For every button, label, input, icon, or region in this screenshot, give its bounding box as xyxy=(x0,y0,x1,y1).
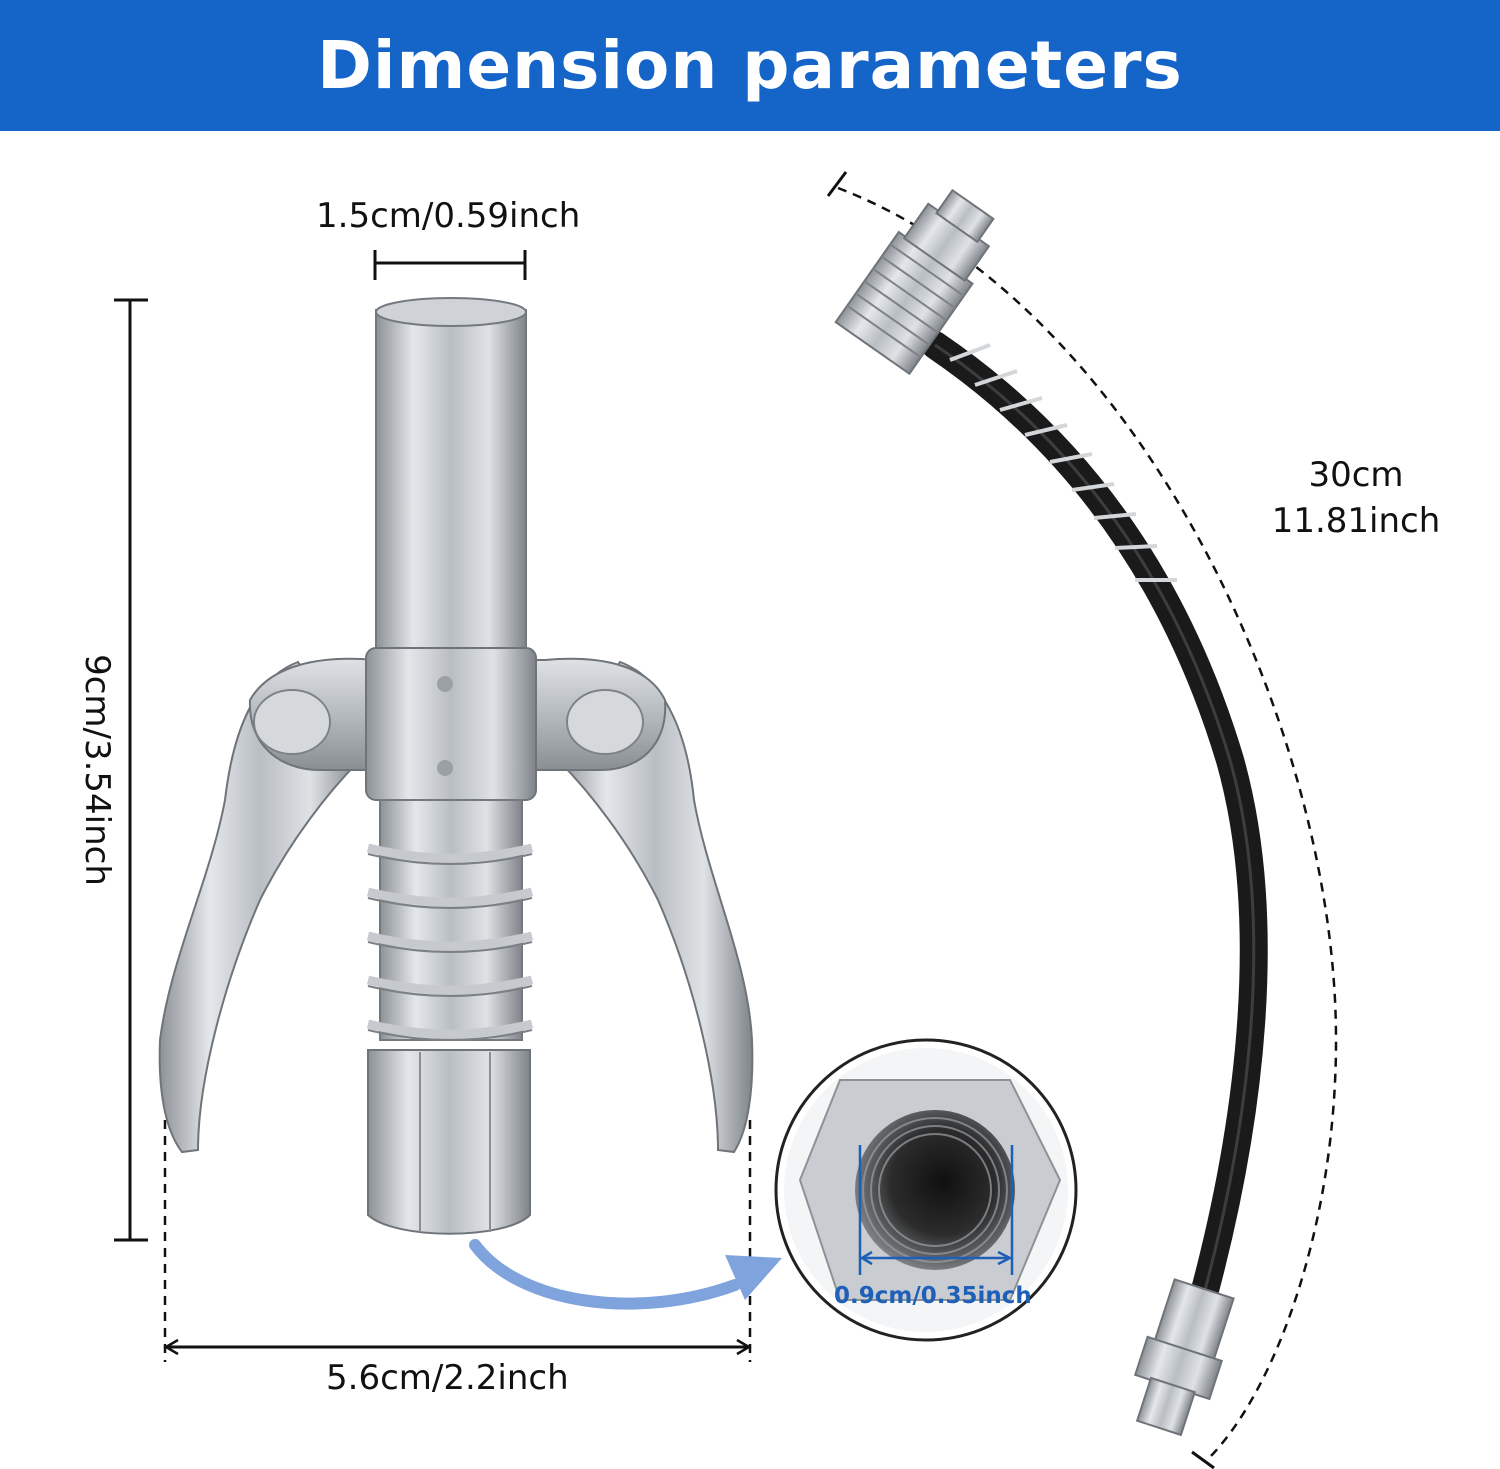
height-dimension xyxy=(114,298,148,1242)
hose-length-cm: 30cm xyxy=(1308,455,1404,495)
inner-diameter-label: 0.9cm/0.35inch xyxy=(834,1283,1032,1309)
page-title: Dimension parameters xyxy=(317,27,1183,104)
top-width-label: 1.5cm/0.59inch xyxy=(316,196,581,236)
header-banner: Dimension parameters xyxy=(0,0,1500,131)
bottom-width-label: 5.6cm/2.2inch xyxy=(326,1358,569,1398)
curved-arrow-icon xyxy=(469,1239,782,1310)
hose-length-label: 30cm 11.81inch xyxy=(1268,452,1444,544)
thread-detail-icon xyxy=(774,1038,1078,1342)
hose-length-inch: 11.81inch xyxy=(1271,501,1441,541)
grease-coupler-icon xyxy=(158,297,754,1235)
grease-hose-icon xyxy=(834,188,1268,1437)
hose-length-dimension xyxy=(826,171,1338,1469)
bottom-width-dimension xyxy=(163,1120,752,1362)
height-label: 9cm/3.54inch xyxy=(77,654,117,886)
top-width-dimension xyxy=(373,250,527,280)
